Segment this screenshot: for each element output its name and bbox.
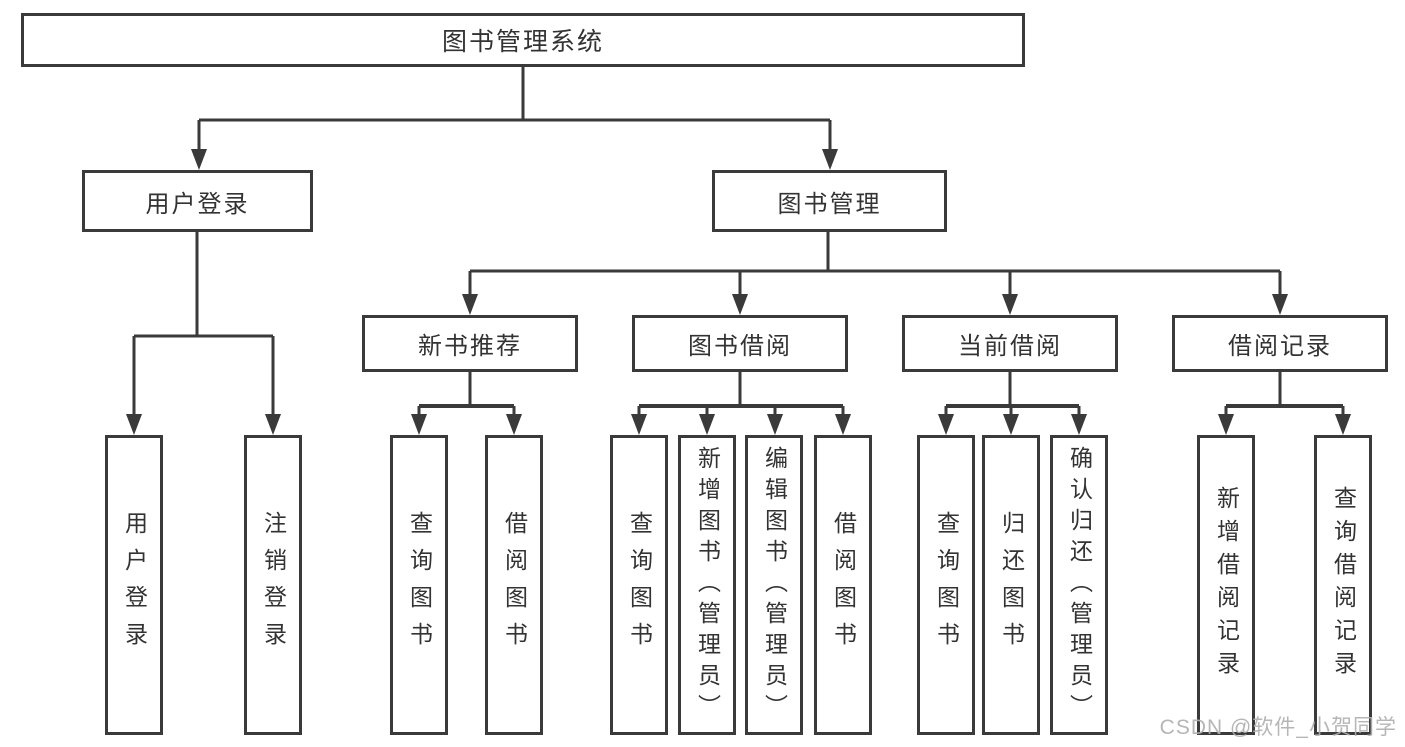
node-borrowing-records-label: 借阅记录 <box>1228 333 1332 360</box>
connector-book-management-children <box>462 232 1288 315</box>
node-leaf-edit-books-admin: 编辑图书（管理员） <box>745 435 803 735</box>
node-leaf-borrow-query-books: 查询图书 <box>610 435 668 735</box>
node-leaf-query-borrow-record: 查询借阅记录 <box>1314 435 1372 735</box>
node-leaf-rec-query-books: 查询图书 <box>390 435 448 735</box>
node-leaf-add-borrow-record-label: 新增借阅记录 <box>1213 486 1240 684</box>
node-leaf-return-books-label: 归还图书 <box>998 511 1025 659</box>
node-leaf-borrow-query-books-label: 查询图书 <box>626 511 653 659</box>
connector-borrowing-records-children <box>1218 372 1351 435</box>
node-user-login-label: 用户登录 <box>145 190 250 218</box>
node-leaf-confirm-return-admin-label: 确认归还（管理员） <box>1066 445 1093 725</box>
node-leaf-logout: 注销登录 <box>244 435 302 735</box>
node-leaf-add-borrow-record: 新增借阅记录 <box>1197 435 1255 735</box>
node-leaf-current-query-books-label: 查询图书 <box>933 511 960 659</box>
node-leaf-borrow-books-label: 借阅图书 <box>830 511 857 659</box>
node-leaf-query-borrow-record-label: 查询借阅记录 <box>1330 486 1357 684</box>
node-current-borrowing: 当前借阅 <box>902 315 1118 372</box>
node-leaf-user-login-label: 用户登录 <box>121 511 148 659</box>
node-book-management-label: 图书管理 <box>777 190 882 218</box>
node-leaf-add-books-admin-label: 新增图书（管理员） <box>694 445 721 725</box>
node-leaf-borrow-books: 借阅图书 <box>814 435 872 735</box>
node-leaf-return-books: 归还图书 <box>982 435 1040 735</box>
node-leaf-rec-query-books-label: 查询图书 <box>406 511 433 659</box>
node-new-book-recommend-label: 新书推荐 <box>418 333 522 360</box>
connector-book-borrowing-children <box>631 372 851 435</box>
node-leaf-logout-label: 注销登录 <box>260 511 287 659</box>
node-current-borrowing-label: 当前借阅 <box>958 333 1062 360</box>
node-borrowing-records: 借阅记录 <box>1172 315 1388 372</box>
connector-user-login-children <box>126 232 281 435</box>
node-leaf-rec-borrow-books: 借阅图书 <box>485 435 543 735</box>
node-book-borrowing: 图书借阅 <box>632 315 848 372</box>
connector-new-book-children <box>411 372 522 435</box>
connector-root-to-level2 <box>191 67 838 170</box>
node-leaf-add-books-admin: 新增图书（管理员） <box>678 435 736 735</box>
csdn-watermark: CSDN @软件_小贺同学 <box>1159 716 1397 739</box>
node-leaf-edit-books-admin-label: 编辑图书（管理员） <box>761 445 788 725</box>
connector-current-borrowing-children <box>938 372 1087 435</box>
node-library-system-label: 图书管理系统 <box>441 28 604 56</box>
node-leaf-rec-borrow-books-label: 借阅图书 <box>501 511 528 659</box>
node-book-borrowing-label: 图书借阅 <box>688 333 792 360</box>
node-new-book-recommend: 新书推荐 <box>362 315 578 372</box>
node-user-login: 用户登录 <box>82 170 313 232</box>
node-book-management: 图书管理 <box>712 170 947 232</box>
node-leaf-current-query-books: 查询图书 <box>917 435 975 735</box>
node-library-system: 图书管理系统 <box>21 13 1025 67</box>
node-leaf-confirm-return-admin: 确认归还（管理员） <box>1050 435 1108 735</box>
node-leaf-user-login: 用户登录 <box>105 435 163 735</box>
